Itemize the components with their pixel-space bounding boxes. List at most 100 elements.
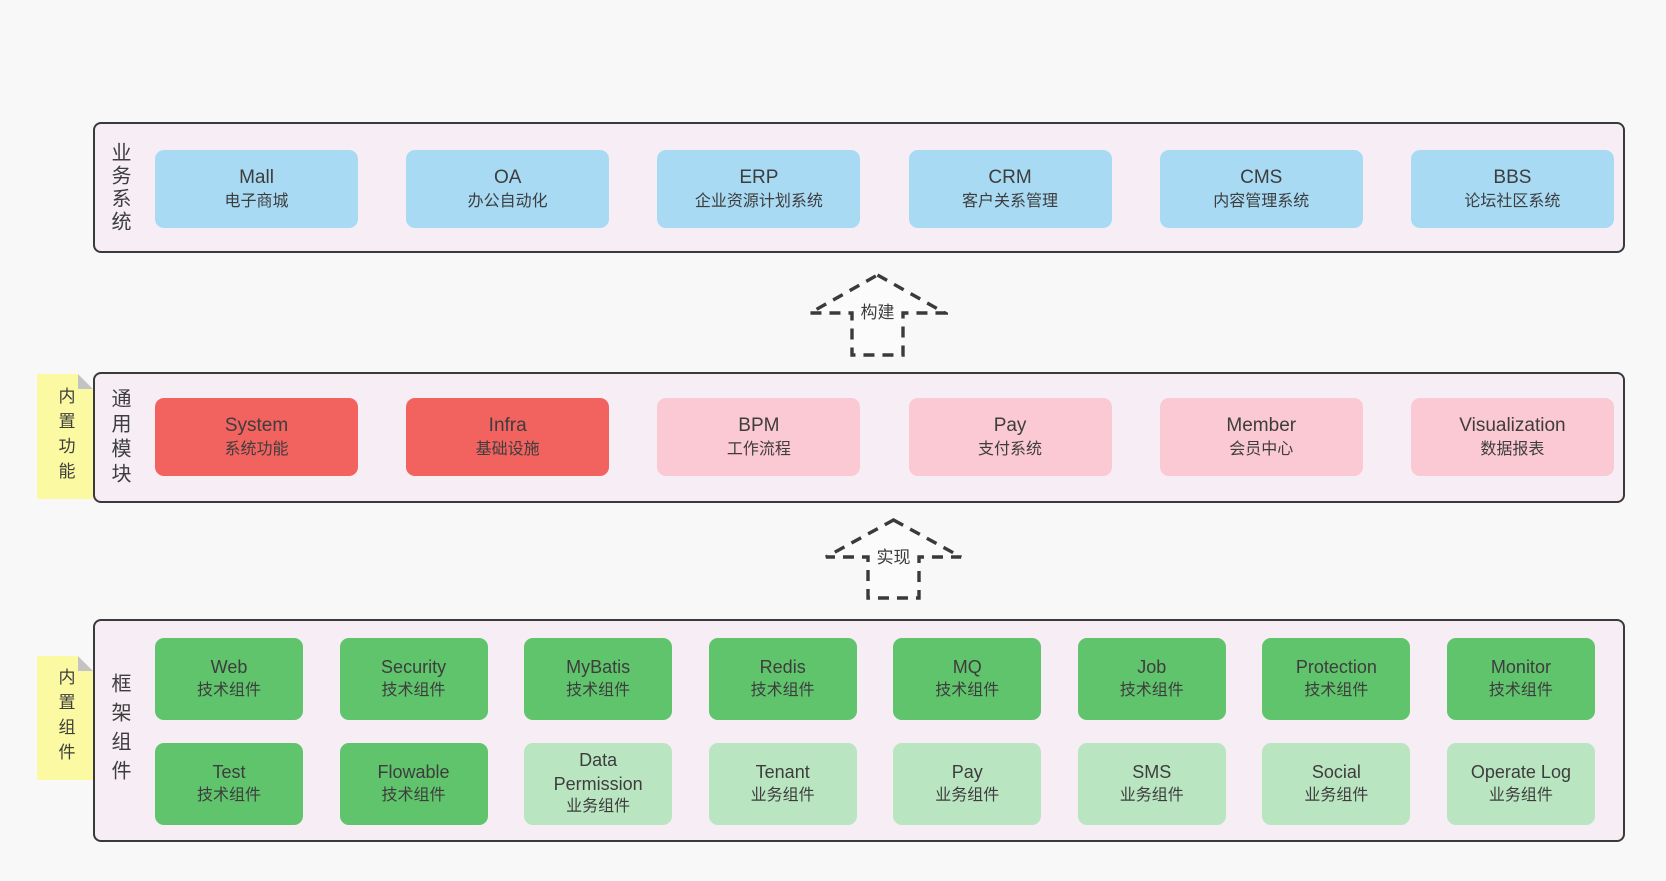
box-subtitle: 业务组件 <box>1119 786 1184 804</box>
box-title: BPM <box>738 414 780 436</box>
box-subtitle: 系统功能 <box>224 440 289 458</box>
sticky-note-builtin-components: 内置组件 <box>37 656 93 780</box>
folded-corner-icon <box>78 374 93 389</box>
box-title: BBS <box>1493 166 1532 188</box>
module-box-pay: Pay 支付系统 <box>908 398 1112 476</box>
box-subtitle: 业务组件 <box>750 786 815 804</box>
box-title: OA <box>493 166 522 188</box>
arrow-label-implement: 实现 <box>873 543 914 568</box>
box-subtitle: 业务组件 <box>935 786 1000 804</box>
module-box-oa: OA 办公自动化 <box>406 150 610 228</box>
box-title: Pay <box>951 762 983 783</box>
box-subtitle: 办公自动化 <box>467 192 548 210</box>
box-subtitle: 技术组件 <box>381 786 446 804</box>
box-subtitle: 技术组件 <box>750 681 815 699</box>
box-title: SMS <box>1132 762 1172 783</box>
module-box-infra: Infra 基础设施 <box>406 398 610 476</box>
box-title: MyBatis <box>566 657 631 678</box>
box-title: Social <box>1311 762 1361 783</box>
box-subtitle: 会员中心 <box>1229 440 1294 458</box>
box-subtitle: 支付系统 <box>978 440 1043 458</box>
box-title: Member <box>1226 414 1297 436</box>
sticky-note-builtin-features: 内置功能 <box>37 374 93 499</box>
module-box-mall: Mall 电子商城 <box>155 150 358 228</box>
box-subtitle: 技术组件 <box>1488 681 1553 699</box>
folded-corner-icon <box>78 656 93 671</box>
box-title: Web <box>210 657 248 678</box>
layer-label-common-modules: 通用模块 <box>108 387 130 488</box>
module-box-member: Member 会员中心 <box>1159 398 1363 476</box>
box-title: Test <box>212 762 246 783</box>
box-title: Flowable <box>377 762 450 783</box>
arrow-label-build: 构建 <box>857 298 898 323</box>
box-subtitle: 技术组件 <box>935 681 1000 699</box>
up-arrow-implement: 实现 <box>823 517 964 601</box>
box-title: Visualization <box>1459 414 1566 436</box>
box-subtitle: 技术组件 <box>1304 681 1369 699</box>
box-title: Security <box>381 657 447 678</box>
up-arrow-build: 构建 <box>807 272 948 358</box>
module-box-tenant: Tenant 业务组件 <box>708 743 857 825</box>
module-box-test: Test 技术组件 <box>155 743 303 825</box>
layer-label-framework-components: 框架组件 <box>108 672 130 789</box>
box-subtitle: 论坛社区系统 <box>1464 192 1561 210</box>
box-subtitle: 内容管理系统 <box>1213 192 1310 210</box>
module-box-bbs: BBS 论坛社区系统 <box>1410 150 1614 228</box>
module-box-operate-log: Operate Log 业务组件 <box>1446 743 1595 825</box>
box-grid: System 系统功能 Infra 基础设施 BPM 工作流程 Pay 支付系统 Member 会… <box>155 374 1614 501</box>
box-subtitle: 企业资源计划系统 <box>694 192 823 210</box>
box-subtitle: 工作流程 <box>726 440 791 458</box>
module-box-mq: MQ 技术组件 <box>893 638 1042 720</box>
box-subtitle: 业务组件 <box>1488 786 1553 804</box>
module-box-social: Social 业务组件 <box>1262 743 1411 825</box>
module-box-system: System 系统功能 <box>155 398 358 476</box>
module-box-bpm: BPM 工作流程 <box>657 398 861 476</box>
module-box-security: Security 技术组件 <box>339 638 488 720</box>
box-title: System <box>224 414 289 436</box>
layer-common-modules: 通用模块 System 系统功能 Infra 基础设施 BPM 工作流程 Pay 支付系统 Me… <box>93 372 1625 503</box>
module-box-redis: Redis 技术组件 <box>708 638 857 720</box>
box-title: CMS <box>1240 166 1283 188</box>
box-subtitle: 基础设施 <box>475 440 540 458</box>
box-subtitle: 技术组件 <box>1119 681 1184 699</box>
box-title: Operate Log <box>1470 762 1571 783</box>
box-title: Redis <box>759 657 806 678</box>
box-title: Data Permission <box>553 750 643 794</box>
box-subtitle: 技术组件 <box>196 786 261 804</box>
box-title: Tenant <box>755 762 810 783</box>
sticky-note-label: 内置功能 <box>55 386 75 487</box>
box-subtitle: 业务组件 <box>1304 786 1369 804</box>
box-title: CRM <box>988 166 1032 188</box>
module-box-web: Web 技术组件 <box>155 638 303 720</box>
box-title: Mall <box>239 166 274 188</box>
box-subtitle: 业务组件 <box>566 798 631 816</box>
box-title: Infra <box>488 414 527 436</box>
module-box-data-permission: Data Permission 业务组件 <box>524 743 673 825</box>
box-subtitle: 技术组件 <box>381 681 446 699</box>
box-title: Pay <box>993 414 1027 436</box>
module-box-flowable: Flowable 技术组件 <box>339 743 488 825</box>
box-row: System 系统功能 Infra 基础设施 BPM 工作流程 Pay 支付系统 Member 会… <box>155 398 1614 476</box>
box-subtitle: 电子商城 <box>224 192 289 210</box>
module-box-crm: CRM 客户关系管理 <box>908 150 1112 228</box>
box-subtitle: 技术组件 <box>196 681 261 699</box>
box-subtitle: 客户关系管理 <box>962 192 1059 210</box>
module-box-sms: SMS 业务组件 <box>1077 743 1226 825</box>
box-title: MQ <box>952 657 982 678</box>
module-box-pay: Pay 业务组件 <box>893 743 1042 825</box>
sticky-note-label: 内置组件 <box>55 668 75 768</box>
module-box-cms: CMS 内容管理系统 <box>1159 150 1363 228</box>
